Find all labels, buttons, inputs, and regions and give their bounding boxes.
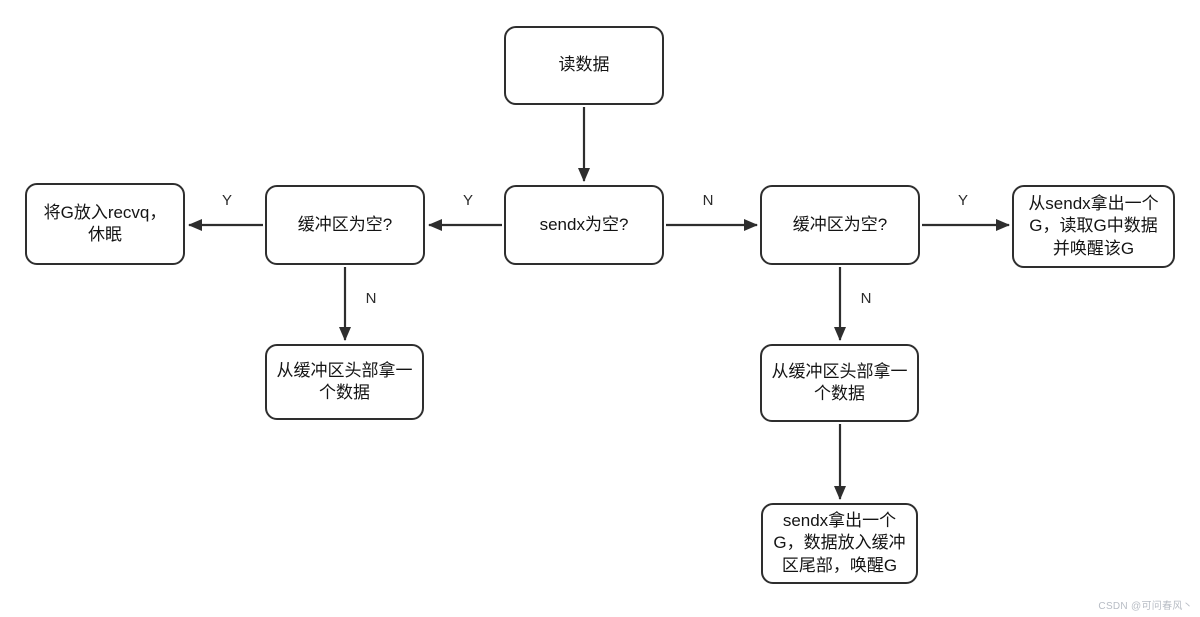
node-read-data: 读数据 bbox=[504, 26, 664, 105]
node-buffer-empty-left-decision: 缓冲区为空? bbox=[265, 185, 425, 265]
node-take-g-from-sendx-wake: 从sendx拿出一个 G，读取G中数据 并唤醒该G bbox=[1012, 185, 1175, 268]
node-text-line: 缓冲区为空? bbox=[792, 214, 888, 234]
node-take-data-from-buffer-head-right: 从缓冲区头部拿一 个数据 bbox=[760, 344, 919, 422]
node-text-line: 从缓冲区头部拿一 bbox=[276, 360, 413, 380]
node-text-line: 将G放入recvq， bbox=[43, 202, 167, 222]
edge-label-right-yes: Y bbox=[957, 192, 969, 209]
node-put-g-recvq-sleep: 将G放入recvq， 休眠 bbox=[25, 183, 185, 265]
node-buffer-empty-right-decision: 缓冲区为空? bbox=[760, 185, 920, 265]
node-text-line: 从sendx拿出一个 bbox=[1028, 193, 1159, 213]
node-text-line: 并唤醒该G bbox=[1052, 238, 1135, 258]
edge-label-right-no: N bbox=[860, 290, 872, 307]
node-text-line: 读数据 bbox=[558, 55, 610, 75]
node-text-line: G，读取G中数据 bbox=[1029, 216, 1158, 236]
edge-label-left-no: N bbox=[365, 290, 377, 307]
node-take-data-from-buffer-head-left: 从缓冲区头部拿一 个数据 bbox=[265, 344, 424, 420]
node-text-line: 缓冲区为空? bbox=[297, 214, 393, 234]
node-text-line: 休眠 bbox=[88, 225, 122, 244]
node-text-line: sendx拿出一个 bbox=[782, 510, 897, 530]
node-sendx-empty-decision: sendx为空? bbox=[504, 185, 664, 265]
node-text-line: sendx为空? bbox=[539, 214, 629, 234]
node-sendx-g-data-to-buffer-tail-wake: sendx拿出一个 G，数据放入缓冲 区尾部，唤醒G bbox=[761, 503, 918, 584]
node-text-line: G，数据放入缓冲 bbox=[773, 533, 906, 553]
edge-label-sendx-yes: Y bbox=[462, 192, 474, 209]
node-text-line: 个数据 bbox=[814, 384, 865, 403]
csdn-watermark: CSDN @可问春风丶 bbox=[1098, 601, 1193, 612]
node-text-line: 个数据 bbox=[319, 383, 370, 402]
node-text-line: 区尾部，唤醒G bbox=[781, 555, 898, 575]
edge-label-sendx-no: N bbox=[702, 192, 714, 209]
node-text-line: 从缓冲区头部拿一 bbox=[771, 361, 908, 381]
edge-label-left-yes: Y bbox=[221, 192, 233, 209]
